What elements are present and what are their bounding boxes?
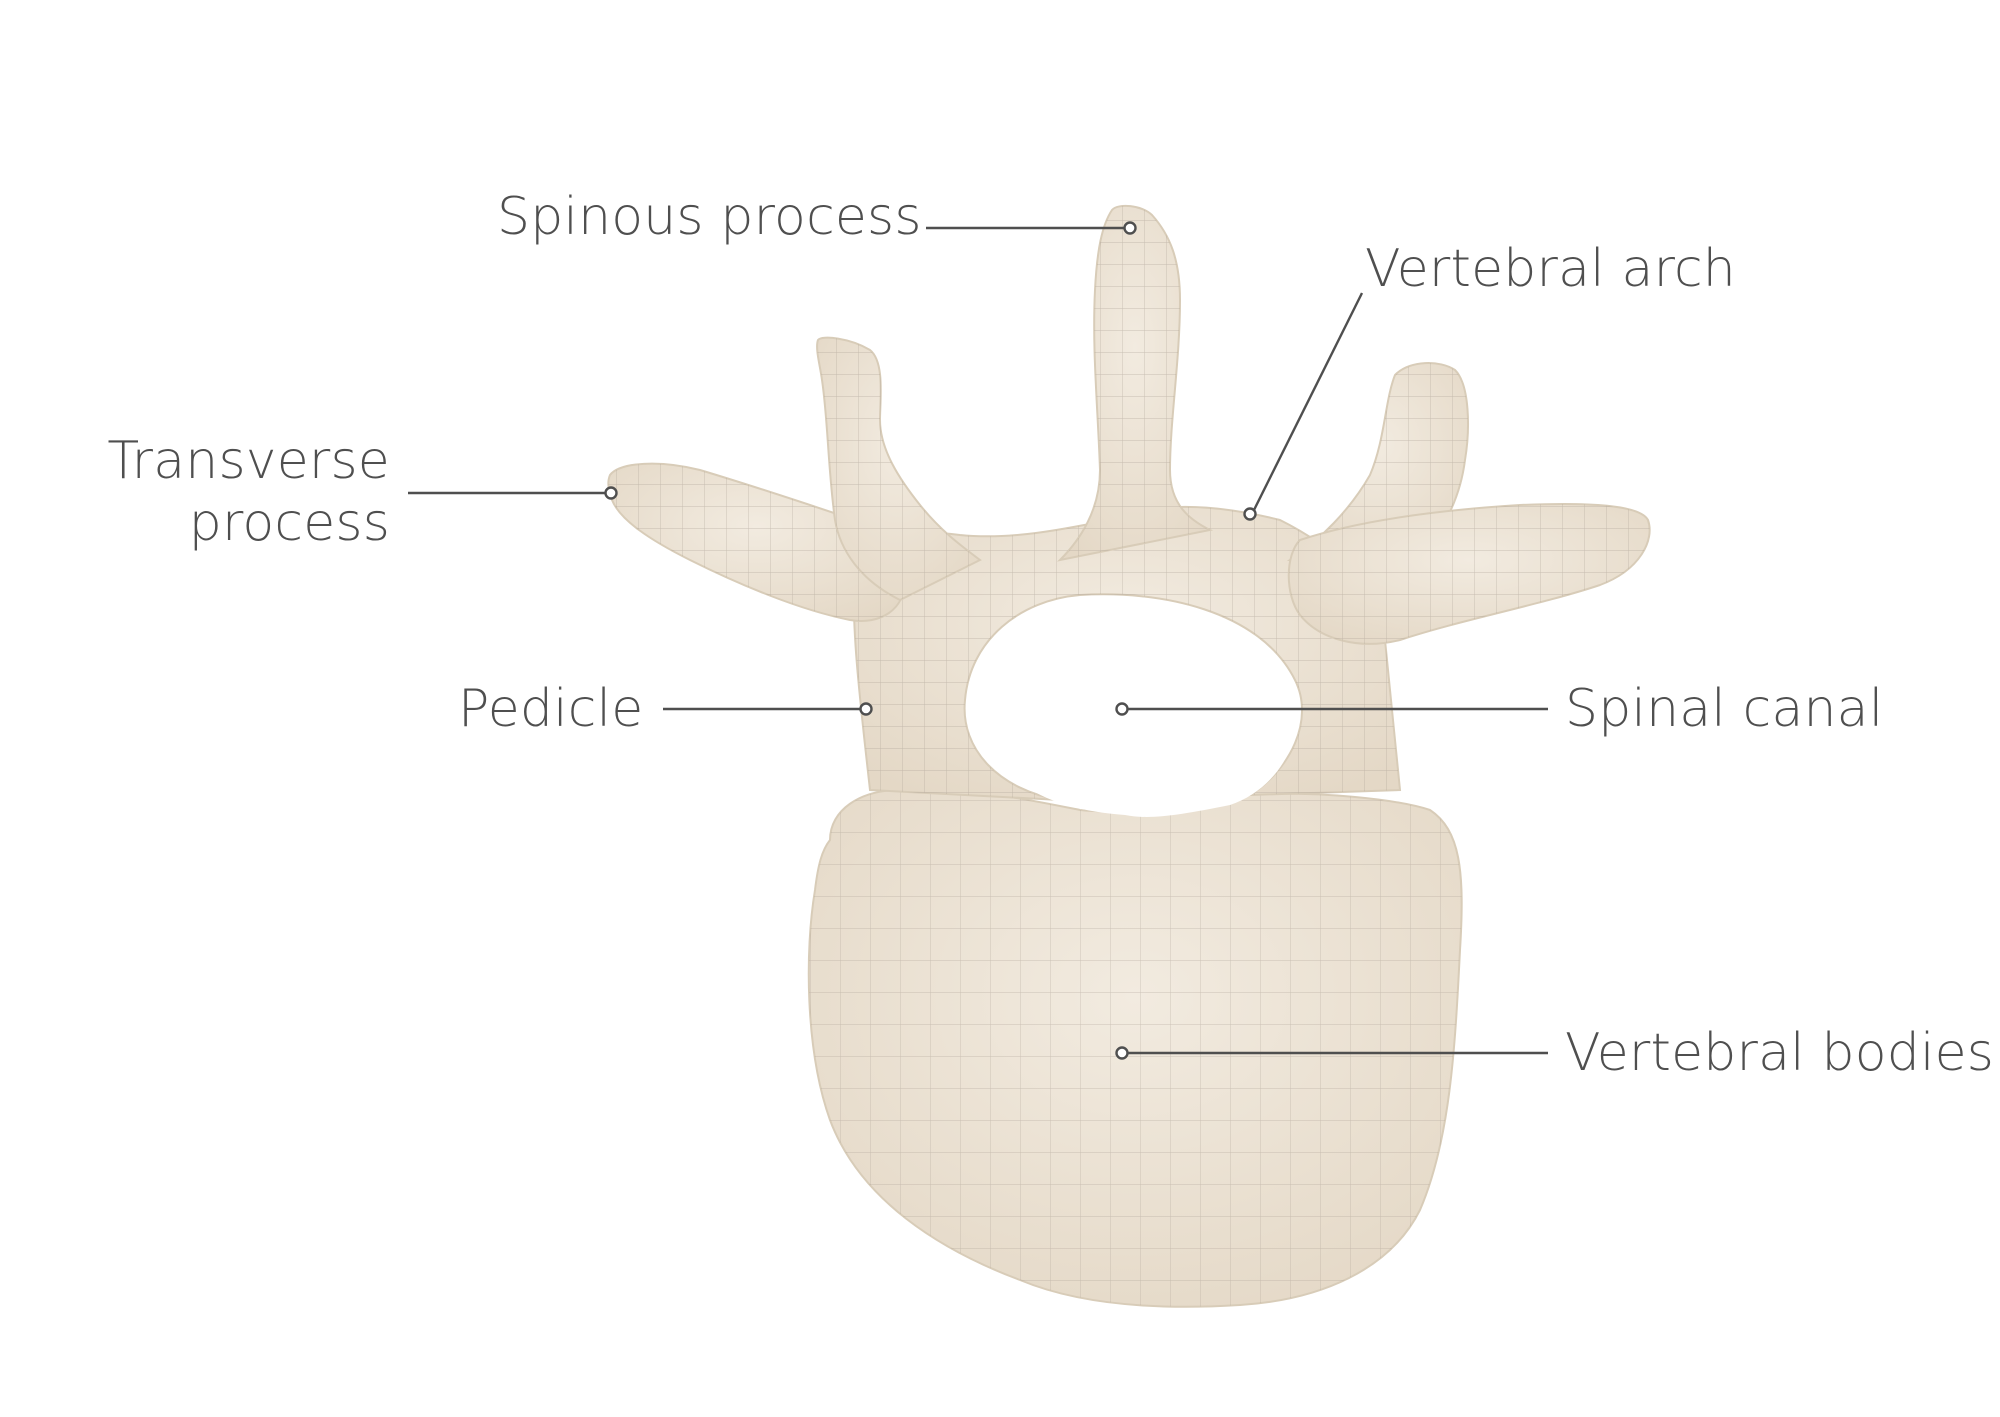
- label-vertebral-arch: Vertebral arch: [1365, 239, 1736, 299]
- point-transverse-process: [604, 486, 618, 500]
- label-transverse-process-line1: Transverse: [107, 431, 390, 491]
- label-spinous-process: Spinous process: [497, 187, 922, 247]
- leader-points: [604, 221, 1257, 1060]
- point-vertebral-arch: [1243, 507, 1257, 521]
- label-vertebral-bodies: Vertebral bodies: [1565, 1023, 1995, 1083]
- label-transverse-process: Transverse process: [107, 430, 390, 554]
- label-transverse-process-line2: process: [188, 493, 390, 553]
- vertebra-bone: [607, 204, 1651, 1308]
- point-pedicle: [859, 702, 873, 716]
- leader-lines: [408, 226, 1548, 1055]
- label-spinal-canal: Spinal canal: [1565, 679, 1884, 739]
- point-vertebral-bodies: [1115, 1046, 1129, 1060]
- point-spinous-process: [1123, 221, 1137, 235]
- leader-vertebral-arch: [1251, 292, 1364, 513]
- label-pedicle: Pedicle: [458, 679, 644, 739]
- point-spinal-canal: [1115, 702, 1129, 716]
